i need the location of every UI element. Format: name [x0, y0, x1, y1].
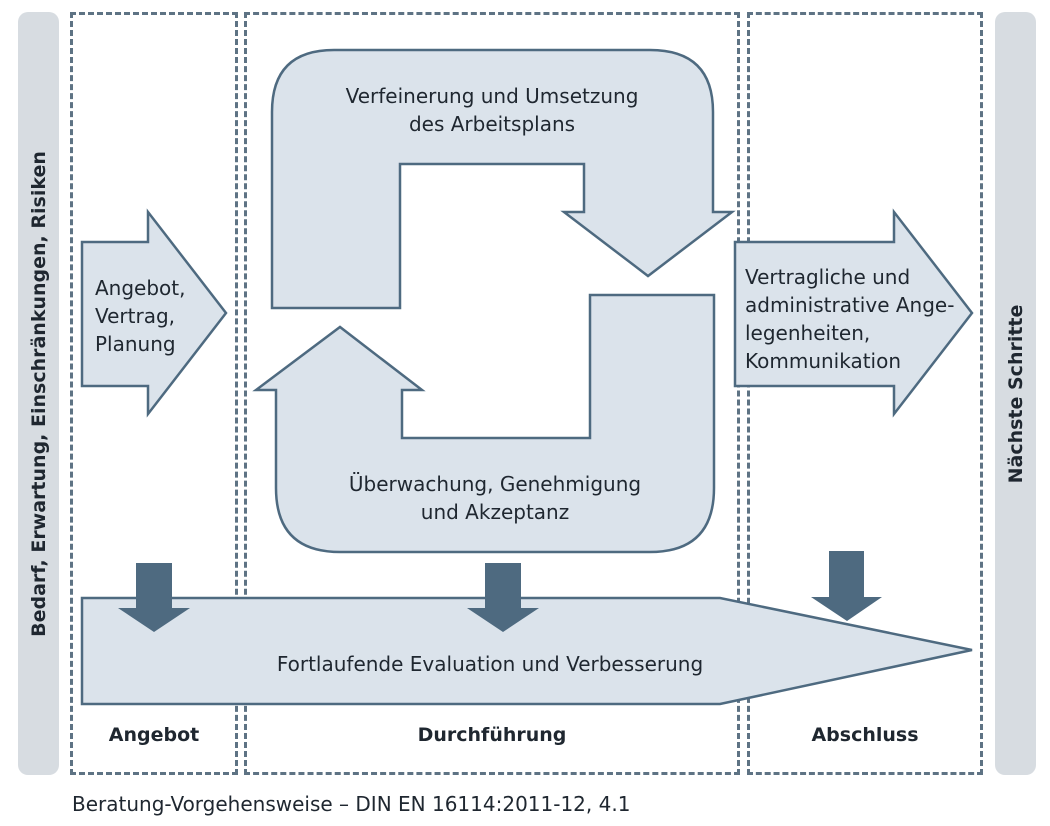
- left-side-bar: Bedarf, Erwartung, Einschränkungen, Risi…: [18, 12, 59, 775]
- figure-caption: Beratung-Vorgehensweise – DIN EN 16114:2…: [72, 792, 631, 816]
- lower-loop-text: Überwachung, Genehmigung und Akzeptanz: [300, 470, 690, 526]
- abschluss-arrow: [733, 208, 974, 418]
- phase-box-angebot: [70, 12, 238, 775]
- abschluss-line-3: legenheiten,: [745, 321, 871, 345]
- lower-loop-line-2: und Akzeptanz: [420, 500, 570, 524]
- upper-loop-arrow: [270, 48, 736, 310]
- right-side-bar: Nächste Schritte: [995, 12, 1036, 775]
- evaluation-text: Fortlaufende Evaluation und Verbesserung: [276, 652, 704, 676]
- upper-loop-line-2: des Arbeitsplans: [408, 112, 576, 136]
- abschluss-arrow-text: Vertragliche und administrative Ange- le…: [745, 263, 954, 375]
- upper-loop-text: Verfeinerung und Umsetzung des Arbeitspl…: [300, 82, 684, 138]
- phase-label-durchfuehrung: Durchführung: [417, 724, 567, 746]
- phase-box-durchfuehrung: [244, 12, 740, 775]
- angebot-arrow-text: Angebot, Vertrag, Planung: [95, 274, 186, 358]
- angebot-line-2: Vertrag,: [95, 304, 176, 328]
- phase-label-angebot: Angebot: [108, 724, 200, 746]
- angebot-line-1: Angebot,: [95, 276, 186, 300]
- lower-loop-line-1: Überwachung, Genehmigung: [348, 472, 642, 496]
- evaluation-arrow: [80, 596, 973, 706]
- abschluss-line-2: administrative Ange-: [745, 293, 955, 317]
- upper-loop-line-1: Verfeinerung und Umsetzung: [345, 84, 639, 108]
- phase-box-abschluss: [747, 12, 983, 775]
- down-arrow-durchfuehrung: [467, 563, 539, 632]
- angebot-line-3: Planung: [95, 332, 176, 356]
- abschluss-line-1: Vertragliche und: [745, 265, 911, 289]
- down-arrow-angebot: [118, 563, 190, 632]
- lower-loop-arrow: [252, 293, 716, 554]
- abschluss-line-4: Kommunikation: [745, 349, 902, 373]
- down-arrow-abschluss: [811, 551, 882, 621]
- angebot-arrow: [80, 208, 228, 418]
- phase-label-abschluss: Abschluss: [811, 724, 919, 746]
